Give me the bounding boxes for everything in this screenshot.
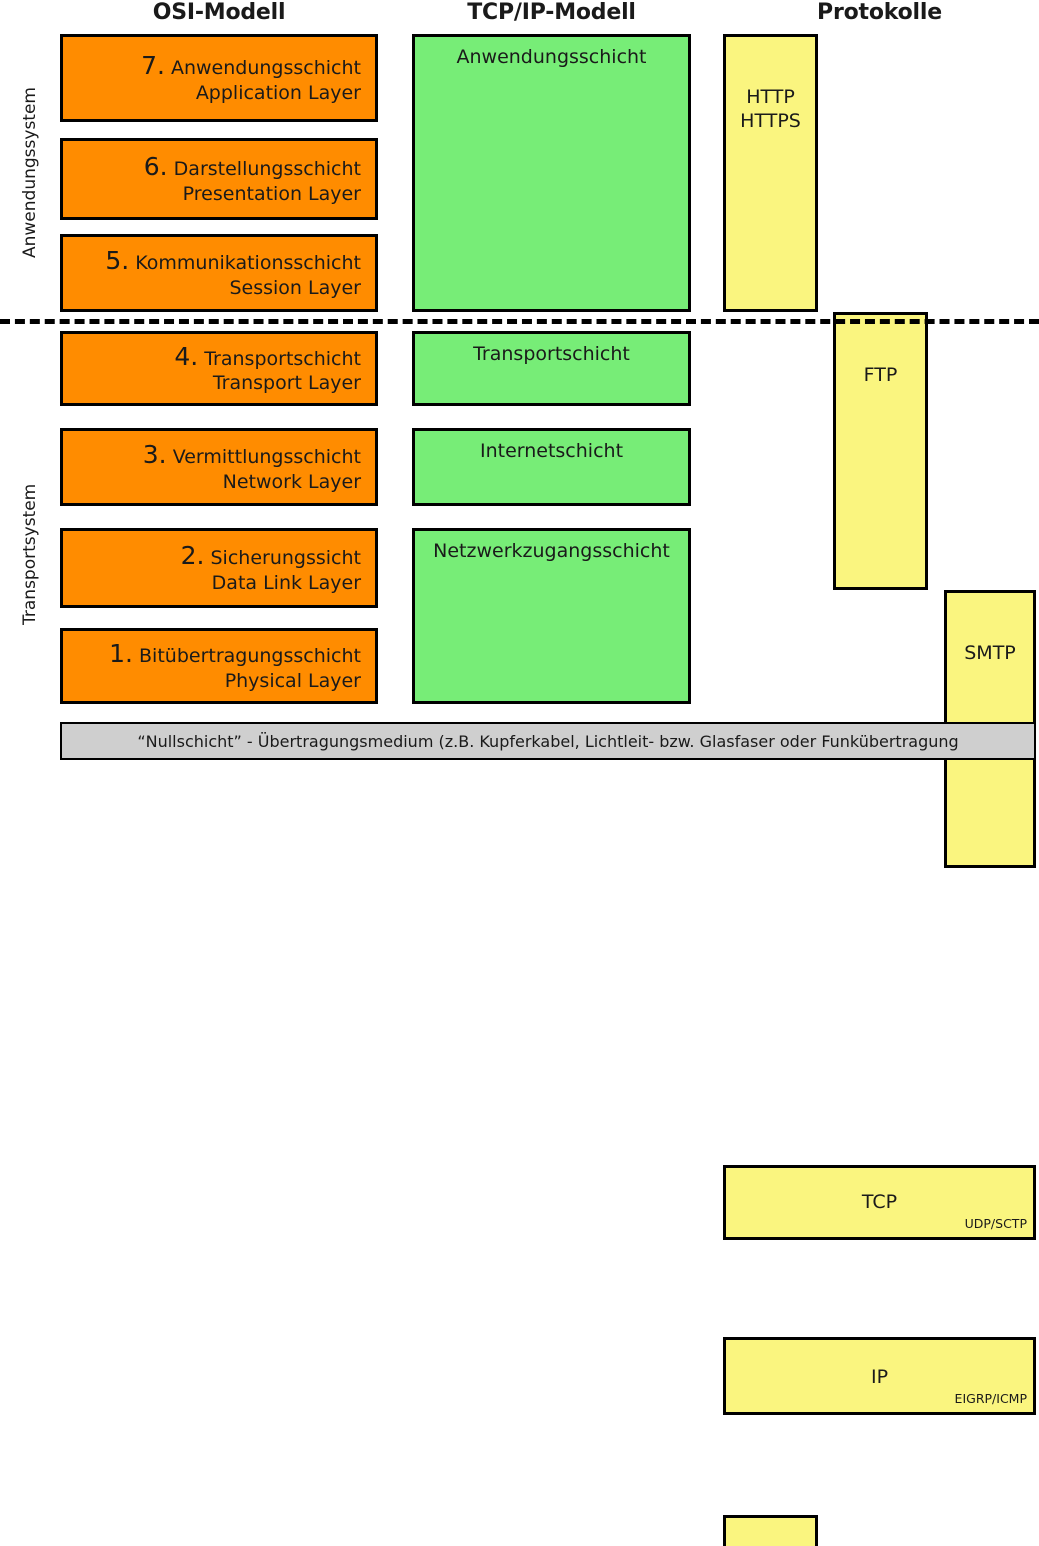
osi-layer-6-german-line: 6. Darstellungsschicht [144, 152, 361, 183]
osi-layer-4-german: Transportschicht [204, 347, 361, 370]
osi-layer-4-number: 4. [174, 341, 199, 371]
osi-layer-1-english: Physical Layer [224, 669, 361, 692]
osi-layer-3-german: Vermittlungsschicht [172, 446, 361, 469]
tcpip-layer-internet[interactable]: Internetschicht [412, 428, 691, 506]
osi-layer-7-english: Application Layer [195, 81, 361, 104]
protocol-tcp-main: TCP [861, 1191, 898, 1213]
tcpip-layer-transport-label: Transportschicht [473, 343, 630, 365]
column-header-osi: OSI-Modell [152, 0, 286, 25]
osi-layer-4-english: Transport Layer [212, 372, 361, 395]
tcpip-layer-transport[interactable]: Transportschicht [412, 331, 691, 406]
osi-layer-5-german: Kommunikationsschicht [135, 252, 361, 275]
nullschicht-label: “Nullschicht” - Übertragungsmedium (z.B.… [137, 731, 959, 751]
protocol-http-lines: HTTP HTTPS [726, 85, 815, 134]
osi-layer-7-german: Anwendungsschicht [170, 57, 361, 80]
osi-layer-6-german: Darstellungsschicht [173, 158, 361, 181]
osi-layer-6[interactable]: 6. Darstellungsschicht Presentation Laye… [60, 138, 378, 220]
osi-layer-3-english: Network Layer [222, 470, 361, 493]
tcpip-layer-application-label: Anwendungsschicht [456, 46, 647, 68]
osi-layer-6-number: 6. [143, 152, 168, 182]
osi-layer-5-german-line: 5. Kommunikationsschicht [105, 246, 361, 277]
osi-layer-7-german-line: 7. Anwendungsschicht [141, 51, 361, 82]
protocol-ip-main: IP [870, 1366, 889, 1388]
osi-layer-5[interactable]: 5. Kommunikationsschicht Session Layer [60, 234, 378, 312]
osi-layer-1-number: 1. [109, 639, 133, 669]
column-header-protocols: Protokolle [817, 0, 942, 25]
osi-layer-2-german-line: 2. Sicherungssicht [181, 541, 361, 572]
osi-layer-2-german: Sicherungssicht [210, 547, 362, 570]
osi-layer-5-english: Session Layer [229, 276, 361, 299]
osi-layer-4[interactable]: 4. Transportschicht Transport Layer [60, 331, 378, 406]
side-label-anwendungssystem: Anwendungssystem [20, 87, 40, 259]
osi-layer-7-number: 7. [141, 51, 165, 81]
protocol-box-tcp[interactable]: TCP UDP/SCTP [723, 1165, 1036, 1240]
protocol-box-ip[interactable]: IP EIGRP/ICMP [723, 1337, 1036, 1415]
nullschicht-bar: “Nullschicht” - Übertragungsmedium (z.B.… [60, 722, 1036, 760]
osi-layer-2[interactable]: 2. Sicherungssicht Data Link Layer [60, 528, 378, 608]
osi-layer-6-english: Presentation Layer [182, 182, 361, 205]
osi-layer-5-number: 5. [105, 246, 130, 276]
column-header-tcpip: TCP/IP-Modell [467, 0, 636, 25]
protocol-smtp-lines: SMTP [947, 641, 1033, 665]
protocol-box-http[interactable]: HTTP HTTPS [723, 34, 818, 312]
osi-layer-3[interactable]: 3. Vermittlungsschicht Network Layer [60, 428, 378, 506]
osi-layer-2-english: Data Link Layer [211, 571, 361, 594]
osi-layer-2-number: 2. [180, 541, 205, 571]
protocol-box-ethernet[interactable]: Ether- net [723, 1515, 818, 1546]
protocol-http-line2: HTTPS [740, 110, 801, 133]
system-divider-dashed-line [0, 319, 1039, 324]
osi-layer-1-german-line: 1. Bitübertragungsschicht [109, 639, 361, 670]
protocol-ftp-line1: FTP [863, 364, 898, 386]
protocol-box-ftp[interactable]: FTP [833, 312, 928, 590]
tcpip-layer-internet-label: Internetschicht [479, 440, 624, 462]
protocol-ftp-lines: FTP [836, 363, 925, 387]
protocol-ip-alternatives: EIGRP/ICMP [954, 1391, 1027, 1406]
protocol-http-line1: HTTP [746, 86, 795, 108]
protocol-tcp-alternatives: UDP/SCTP [964, 1216, 1027, 1231]
osi-layer-1[interactable]: 1. Bitübertragungsschicht Physical Layer [60, 628, 378, 704]
osi-layer-4-german-line: 4. Transportschicht [174, 342, 361, 373]
protocol-smtp-line1: SMTP [964, 642, 1016, 664]
osi-layer-7[interactable]: 7. Anwendungsschicht Application Layer [60, 34, 378, 122]
tcpip-layer-network-access-label: Netzwerkzugangsschicht [433, 540, 670, 562]
osi-layer-3-german-line: 3. Vermittlungsschicht [143, 440, 361, 471]
osi-layer-1-german: Bitübertragungsschicht [139, 645, 361, 668]
tcpip-layer-network-access[interactable]: Netzwerkzugangsschicht [412, 528, 691, 704]
tcpip-layer-application[interactable]: Anwendungsschicht [412, 34, 691, 312]
osi-layer-3-number: 3. [142, 440, 167, 470]
side-label-transportsystem: Transportsystem [20, 483, 40, 625]
